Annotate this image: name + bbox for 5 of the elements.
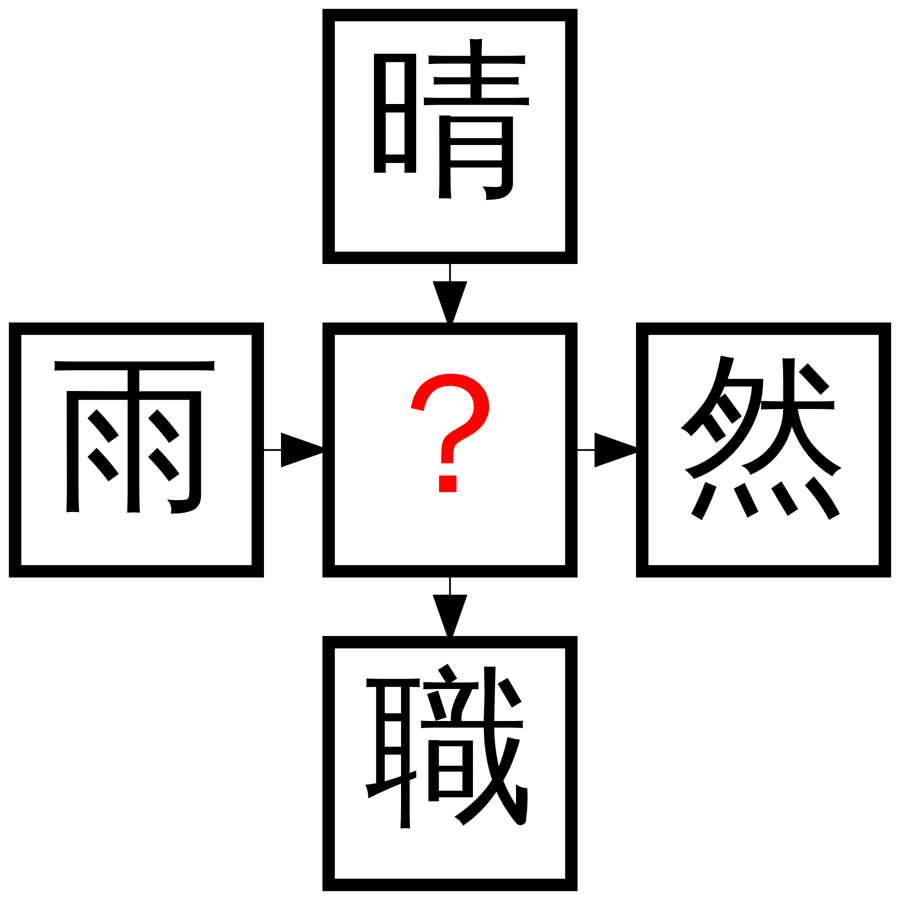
node-box: 晴 — [322, 8, 578, 264]
node-box: 職 — [322, 636, 578, 892]
node-box: ？ — [322, 322, 578, 578]
node-box: 然 — [636, 322, 892, 578]
node-box: 雨 — [8, 322, 264, 578]
